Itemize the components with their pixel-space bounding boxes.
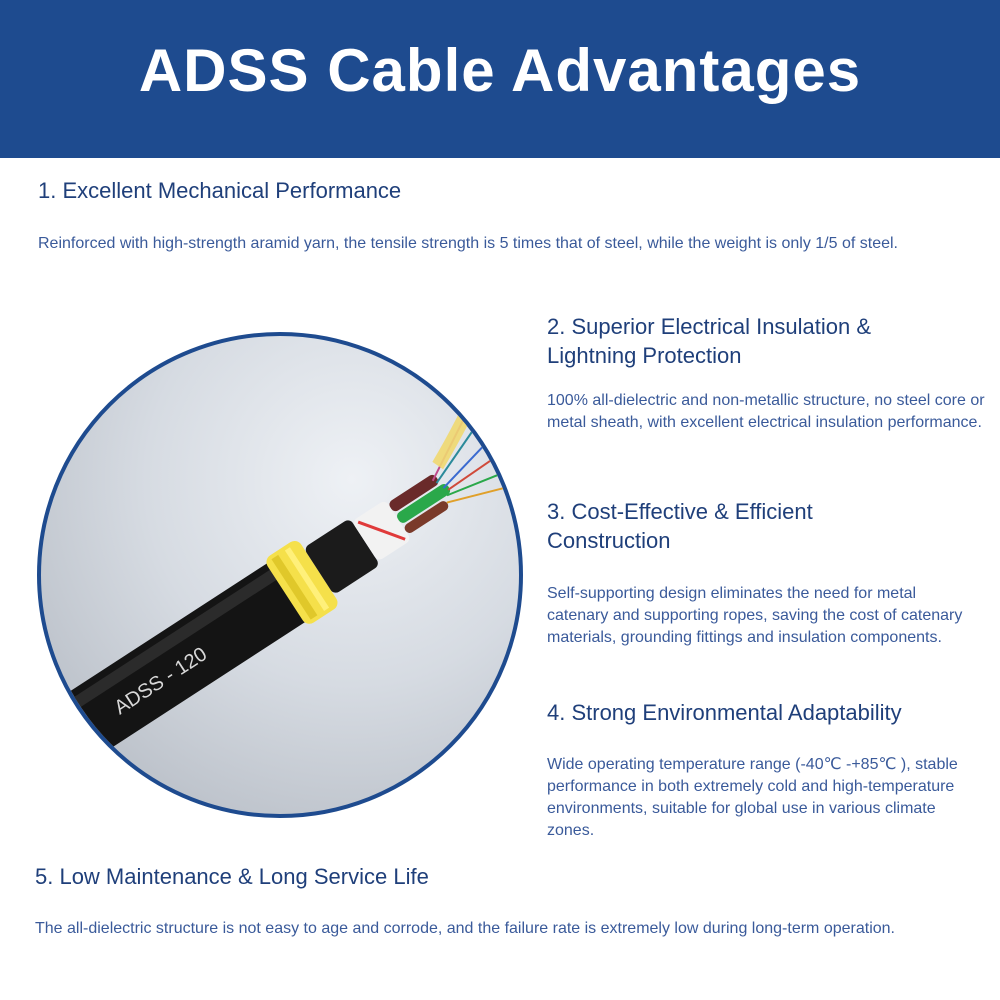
inner-sheath [305,520,378,593]
page-title: ADSS Cable Advantages [138,37,862,104]
header-banner: ADSS Cable Advantages [0,0,1000,158]
section-2-heading-line2: Lightning Protection [547,343,742,368]
adss-cable-photo: ADSS - 120 [37,332,523,818]
section-3-text: Self-supporting design eliminates the ne… [547,585,963,646]
section-2-heading-line1: 2. Superior Electrical Insulation & [547,314,872,339]
section-3-heading-line2: Construction [547,528,671,553]
loose-tube [389,474,439,512]
section-5-text: The all-dielectric structure is not easy… [35,920,895,937]
section-2-heading: 2. Superior Electrical Insulation & Ligh… [547,312,871,370]
section-5-heading: 5. Low Maintenance & Long Service Life [35,864,429,889]
section-1-heading: 1. Excellent Mechanical Performance [38,178,402,203]
aramid-bundle [432,357,497,470]
loose-tube [404,501,449,533]
section-3-heading-line1: 3. Cost-Effective & Efficient [547,499,813,524]
section-2-text: 100% all-dielectric and non-metallic str… [547,392,985,431]
section-4-heading: 4. Strong Environmental Adaptability [547,700,902,725]
section-1-text: Reinforced with high-strength aramid yar… [38,235,898,252]
loose-tube [397,483,451,523]
section-3-heading: 3. Cost-Effective & Efficient Constructi… [547,497,813,555]
section-4-text: Wide operating temperature range (-40℃ -… [547,756,958,839]
cable-illustration: ADSS - 120 [41,357,517,775]
cable-jacket [41,559,314,775]
